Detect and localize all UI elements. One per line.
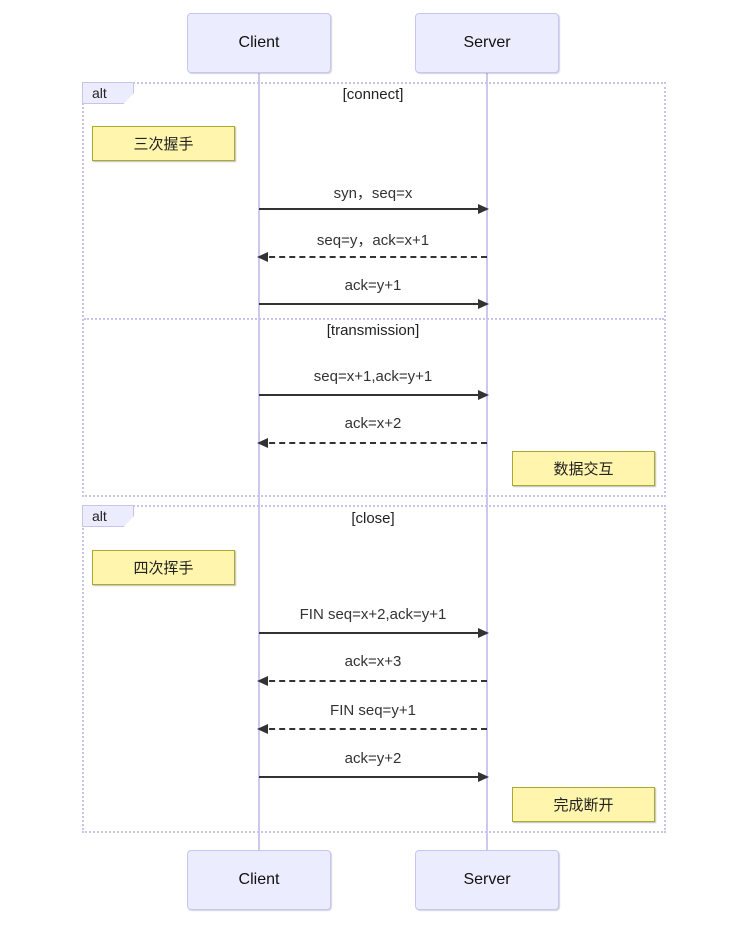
message-arrow-dashed-left [257, 676, 487, 686]
note-three-way-handshake: 三次握手 [92, 126, 235, 161]
alt-frame-close: alt [82, 505, 666, 833]
note-data-exchange: 数据交互 [512, 451, 655, 486]
actor-box-server-top: Server [415, 13, 559, 73]
condition-label-connect: [connect] [342, 86, 404, 103]
actor-label-client: Client [238, 871, 280, 888]
message-label: ack=x+2 [344, 415, 402, 432]
message-label: ack=y+2 [344, 750, 402, 767]
message-label: ack=y+1 [344, 277, 402, 294]
actor-box-client-top: Client [187, 13, 331, 73]
actor-box-client-bottom: Client [187, 850, 331, 910]
message-arrow-dashed-left [257, 252, 487, 262]
message-arrow-solid-right [259, 772, 489, 782]
note-four-way-wave: 四次挥手 [92, 550, 235, 585]
message-label: FIN seq=y+1 [330, 702, 416, 719]
actor-box-server-bottom: Server [415, 850, 559, 910]
alt-operator-label: alt [82, 82, 134, 104]
message-arrow-dashed-left [257, 438, 487, 448]
alt-section-divider [84, 318, 664, 320]
condition-label-transmission: [transmission] [326, 322, 420, 339]
alt-operator-label: alt [82, 505, 134, 527]
actor-label-server: Server [463, 34, 511, 51]
alt-frame-connect: alt [82, 82, 666, 497]
message-arrow-solid-right [259, 628, 489, 638]
message-label: ack=x+3 [344, 653, 402, 670]
message-label: FIN seq=x+2,ack=y+1 [299, 606, 447, 623]
note-disconnect-complete: 完成断开 [512, 787, 655, 822]
message-label: seq=x+1,ack=y+1 [313, 368, 433, 385]
message-arrow-solid-right [259, 204, 489, 214]
message-label: syn，seq=x [333, 185, 413, 202]
condition-label-close: [close] [351, 510, 395, 527]
lifeline-client [258, 73, 260, 850]
actor-label-server: Server [463, 871, 511, 888]
actor-label-client: Client [238, 34, 280, 51]
message-arrow-solid-right [259, 299, 489, 309]
message-arrow-solid-right [259, 390, 489, 400]
message-arrow-dashed-left [257, 724, 487, 734]
lifeline-server [486, 73, 488, 850]
message-label: seq=y，ack=x+1 [316, 232, 430, 249]
